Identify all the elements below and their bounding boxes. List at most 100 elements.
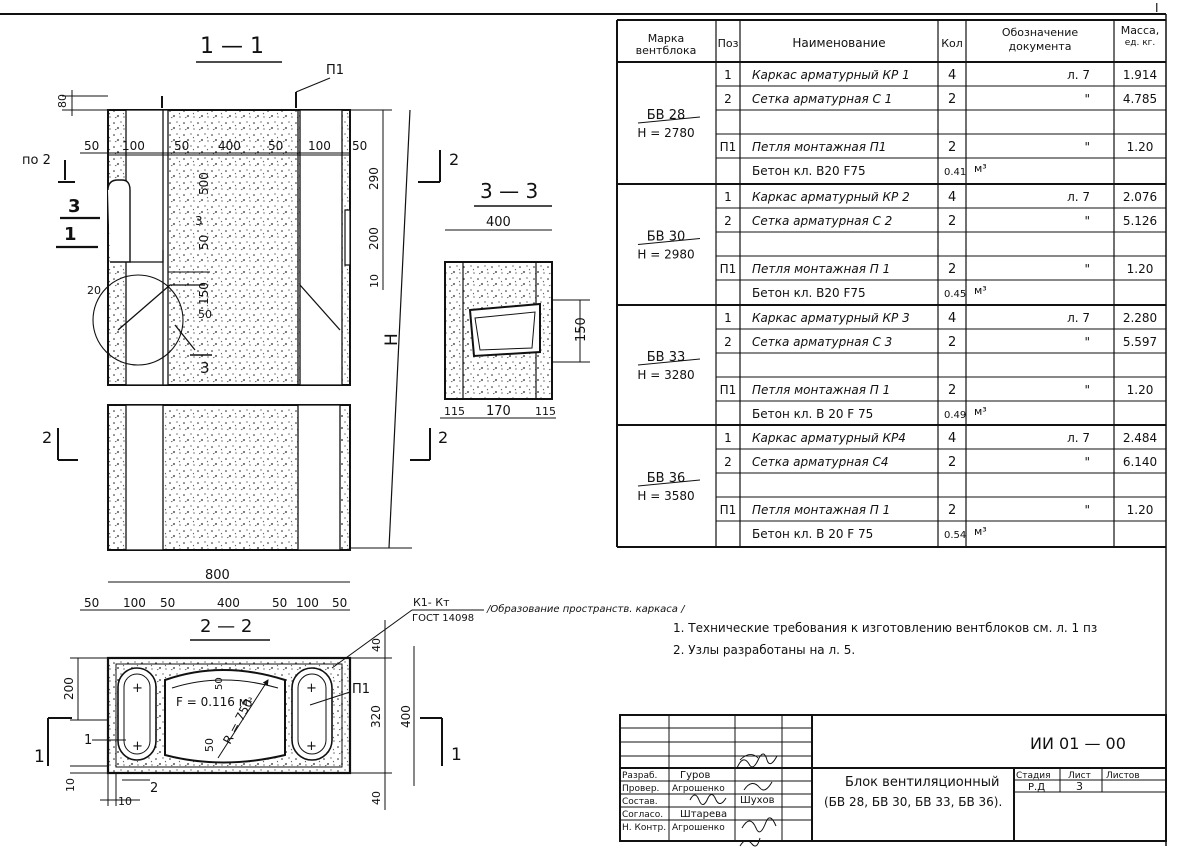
svg-text:100: 100 — [296, 596, 319, 610]
header-doc: документа — [1009, 40, 1072, 53]
cell-qty: 2 — [948, 503, 956, 518]
mark-underline — [637, 358, 701, 366]
stage-value: Р.Д — [1028, 782, 1045, 793]
svg-text:П1: П1 — [352, 682, 370, 697]
signature-2 — [689, 781, 773, 805]
cell-name: Петля монтажная П 1 — [752, 503, 890, 517]
svg-text:1: 1 — [84, 733, 92, 748]
cell-qty: 2 — [948, 214, 956, 229]
cell-mass: 2.280 — [1123, 311, 1157, 325]
cell-doc: " — [1084, 92, 1090, 106]
cell-qty: 4 — [948, 311, 956, 326]
weld-symbol: К1- Кт — [413, 596, 450, 609]
weld-standard: ГОСТ 14098 — [412, 613, 474, 624]
cell-mass: 4.785 — [1123, 92, 1157, 106]
svg-text:Гуров: Гуров — [680, 770, 710, 781]
svg-text:40: 40 — [370, 791, 383, 805]
sheet-corner-mark: I — [1155, 1, 1159, 15]
cell-mass: 5.597 — [1123, 335, 1157, 349]
header-mark: вентблока — [636, 44, 697, 57]
document-code: ИИ 01 — 00 — [1030, 734, 1126, 753]
area-label: F = 0.116 м² — [176, 695, 253, 709]
cell-name: Бетон кл. В20 F75 — [752, 286, 866, 300]
mark-underline — [637, 116, 701, 124]
svg-text:400: 400 — [486, 215, 511, 230]
drawing-subtitle: (БВ 28, БВ 30, БВ 33, БВ 36). — [824, 795, 1002, 809]
cell-doc: м³ — [974, 525, 987, 538]
cell-mass: 6.140 — [1123, 455, 1157, 469]
svg-text:1: 1 — [451, 745, 462, 765]
cell-mass: 1.20 — [1127, 383, 1154, 397]
svg-text:3: 3 — [68, 196, 81, 217]
cell-name: Бетон кл. В 20 F 75 — [752, 407, 873, 421]
cell-doc: " — [1084, 214, 1090, 228]
channel-oval-left — [117, 667, 157, 761]
stamp-name: Шухов — [740, 795, 775, 806]
cell-doc: л. 7 — [1067, 190, 1090, 204]
cell-doc: м³ — [974, 405, 987, 418]
cell-qty: 2 — [948, 383, 956, 398]
cell-doc: " — [1084, 262, 1090, 276]
cell-doc: " — [1084, 140, 1090, 154]
svg-text:115: 115 — [535, 405, 556, 418]
detail-circle — [92, 274, 184, 366]
svg-text:200: 200 — [367, 227, 381, 250]
svg-text:Стадия: Стадия — [1016, 771, 1051, 781]
cell-name: Сетка арматурная С4 — [752, 455, 889, 469]
cell-pos: П1 — [720, 262, 737, 276]
cell-name: Бетон кл. В20 F75 — [752, 164, 866, 178]
cell-mass: 1.20 — [1127, 140, 1154, 154]
cell-mass: 2.484 — [1123, 431, 1157, 445]
header-mark: Марка — [648, 32, 685, 45]
cell-doc: м³ — [974, 284, 987, 297]
section-3-3: 3 — 3 400 150 115 170 115 — [440, 179, 590, 419]
svg-text:+: + — [132, 739, 143, 754]
cell-pos: П1 — [720, 383, 737, 397]
cell-pos: 2 — [724, 214, 732, 228]
svg-text:+: + — [306, 681, 317, 696]
svg-text:290: 290 — [367, 167, 381, 190]
svg-text:400: 400 — [399, 705, 413, 728]
svg-text:115: 115 — [444, 405, 465, 418]
cell-pos: 1 — [724, 431, 732, 445]
channel-right-upper — [299, 109, 343, 386]
row-height: Н = 3280 — [637, 368, 694, 382]
cell-name: Каркас арматурный КР 2 — [752, 190, 910, 204]
cell-qty: 0.45 — [944, 289, 966, 300]
cell-qty: 0.54 — [944, 530, 966, 541]
signature-3 — [739, 817, 777, 847]
cell-qty: 2 — [948, 92, 956, 107]
svg-text:2: 2 — [150, 781, 158, 796]
svg-text:по 2: по 2 — [22, 153, 51, 168]
svg-text:10: 10 — [64, 778, 77, 792]
channel-right-lower — [297, 404, 341, 551]
cell-name: Сетка арматурная С 1 — [752, 92, 892, 106]
cell-doc: " — [1084, 455, 1090, 469]
cell-pos: П1 — [720, 503, 737, 517]
svg-text:2: 2 — [449, 150, 459, 169]
mark-underline — [637, 479, 701, 487]
channel-left-lower — [125, 404, 164, 551]
svg-text:Согласо.: Согласо. — [622, 810, 663, 820]
section-1-1: 1 — 1 П1 80 50 100 — [22, 34, 459, 551]
drawing-title: Блок вентиляционный — [845, 775, 999, 790]
svg-text:50: 50 — [332, 596, 347, 610]
cell-qty: 4 — [948, 190, 956, 205]
svg-text:3: 3 — [200, 359, 210, 377]
svg-text:50: 50 — [214, 677, 225, 690]
header-mass: Масса, — [1121, 24, 1160, 37]
cell-name: Петля монтажная П 1 — [752, 262, 890, 276]
section-1-1-dims: 80 50 100 50 400 50 100 50 500 50 150 20… — [56, 90, 412, 549]
svg-text:100: 100 — [122, 139, 145, 153]
note-1: 1. Технические требования к изготовлению… — [673, 621, 1097, 635]
svg-text:H: H — [382, 333, 402, 346]
cell-doc: " — [1084, 335, 1090, 349]
cell-qty: 0.41 — [944, 167, 966, 178]
mark-p1: П1 — [326, 63, 344, 78]
svg-text:10: 10 — [368, 274, 381, 288]
svg-text:150: 150 — [574, 317, 589, 342]
svg-text:500: 500 — [197, 172, 211, 195]
svg-text:50: 50 — [203, 738, 216, 752]
svg-text:50: 50 — [84, 596, 99, 610]
cell-qty: 4 — [948, 431, 956, 446]
